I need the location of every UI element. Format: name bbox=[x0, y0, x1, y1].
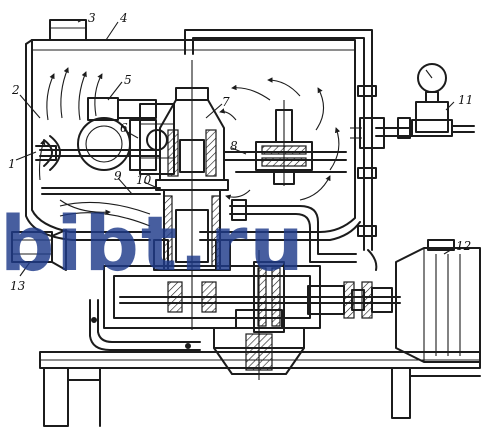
callout-7: 7 bbox=[222, 95, 230, 109]
callout-9: 9 bbox=[114, 169, 122, 183]
vent-cap bbox=[49, 19, 87, 41]
callout-3: 3 bbox=[88, 11, 96, 25]
callout-1: 1 bbox=[8, 157, 16, 171]
callout-8: 8 bbox=[230, 139, 238, 153]
outlet-duct bbox=[11, 229, 67, 271]
fan-motor bbox=[35, 97, 161, 171]
drive-coupling bbox=[307, 281, 393, 319]
callout-2: 2 bbox=[11, 83, 20, 97]
callout-10: 10 bbox=[136, 173, 152, 187]
air-flow-arrows bbox=[38, 67, 341, 216]
pressure-gauge-valve bbox=[397, 63, 475, 139]
lower-gearbox bbox=[103, 250, 401, 380]
callout-4: 4 bbox=[119, 11, 128, 25]
side-pipe bbox=[229, 199, 357, 263]
supply-pipeline bbox=[184, 29, 413, 271]
callout-13: 13 bbox=[10, 279, 26, 293]
callout-12: 12 bbox=[456, 239, 471, 253]
callout-labels: 1 2 3 4 5 6 7 8 9 10 11 12 13 bbox=[8, 11, 473, 293]
separator-plate bbox=[41, 187, 161, 227]
central-column bbox=[153, 60, 231, 330]
callout-5: 5 bbox=[124, 73, 132, 87]
tank-housing bbox=[25, 39, 361, 241]
electric-motor bbox=[395, 239, 481, 363]
leader-lines bbox=[15, 19, 455, 277]
watermark-logo: bibt.ru bbox=[0, 199, 306, 288]
callout-11: 11 bbox=[458, 93, 473, 107]
cross-shaft-gear bbox=[223, 100, 347, 186]
callout-6: 6 bbox=[120, 121, 128, 135]
drain-pipe bbox=[89, 299, 201, 351]
